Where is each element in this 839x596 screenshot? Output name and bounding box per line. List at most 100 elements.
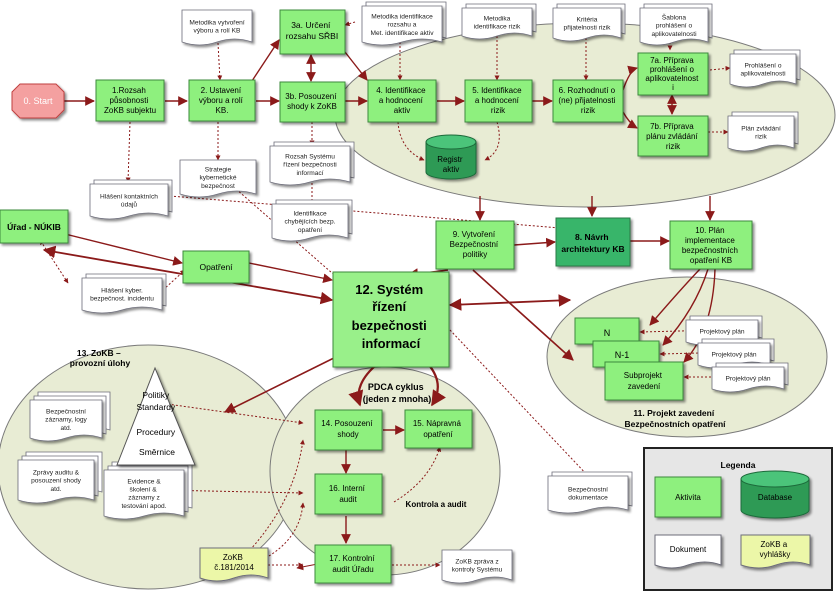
svg-text:14. Posouzení shody: 14. Posouzení shody (321, 419, 374, 439)
law-zokb[interactable]: ZoKB č.181/2014 (199, 547, 269, 582)
svg-text:N: N (604, 328, 611, 338)
doc-hlaseni-incidentu[interactable]: Hlášení kyber.bezpečnost. incidentu (81, 273, 167, 314)
database-registr-aktiv[interactable]: Registr aktiv (425, 134, 477, 180)
svg-text:3a. Určení rozsahu SŘBI: 3a. Určení rozsahu SŘBI (286, 20, 338, 41)
activity-napravna[interactable]: 15. Nápravná opatření (404, 409, 473, 449)
activity-urad[interactable]: Úřad - NÚKIB (0, 209, 69, 244)
activity-rozsah[interactable]: 1.Rozsah působnosti ZoKB subjektu (95, 79, 165, 122)
svg-text:ZoKB a vyhlášky: ZoKB a vyhlášky (760, 540, 791, 559)
activity-politika[interactable]: 9. Vytvoření Bezpečnostní politiky (435, 220, 515, 270)
pyramid-politiky: Politiky Standardy Procedury Směrnice (116, 366, 196, 466)
svg-text:17. Kontrolní audit Úřad: 17. Kontrolní audit Úřadu (329, 554, 377, 574)
svg-text:Aktivita: Aktivita (675, 493, 701, 502)
activity-posouzeni-shody[interactable]: 14. Posouzení shody (314, 409, 383, 451)
region-label-kontrola: Kontrola a audit (406, 500, 467, 509)
doc-projektovy-plan-2[interactable]: Projektový plán (697, 338, 775, 369)
activity-navrh[interactable]: 8. Návrh architektury KB (555, 217, 631, 267)
svg-text:Database: Database (758, 493, 793, 502)
legend-aktivita: Aktivita (654, 476, 722, 518)
svg-text:7a. Příprava prohlášení: 7a. Příprava prohlášení o aplikovatelnos… (645, 56, 700, 92)
activity-rozhodnuti[interactable]: 6. Rozhodnutí o (ne) přijatelnosti rizik (552, 79, 624, 123)
activity-system[interactable]: 12. Systém řízení bezpečnosti informací (332, 271, 450, 368)
svg-text:ZoKB č.181/2014: ZoKB č.181/2014 (214, 553, 254, 572)
start-node[interactable]: 0. Start (11, 83, 65, 119)
svg-text:7b. Příprava plánu zvlád: 7b. Příprava plánu zvládání rizik (646, 122, 700, 151)
legend-database: Database (740, 470, 810, 519)
project-n[interactable]: N (574, 317, 640, 345)
svg-text:Projektový plán: Projektový plán (699, 329, 744, 336)
svg-text:15. Nápravná opatření: 15. Nápravná opatření (413, 419, 463, 439)
svg-text:6. Rozhodnutí o (ne) při: 6. Rozhodnutí o (ne) přijatelnosti rizik (558, 86, 617, 115)
svg-text:Projektový plán: Projektový plán (711, 352, 756, 359)
region-label-projekt: 11. Projekt zavedení Bezpečnostních opat… (624, 408, 726, 429)
activity-interni-audit[interactable]: 16. Interní audit (314, 473, 383, 515)
svg-text:16. Interní audit: 16. Interní audit (329, 484, 367, 504)
legend-dokument: Dokument (654, 534, 722, 569)
svg-text:0. Start: 0. Start (23, 96, 53, 106)
svg-text:3b. Posouzení shody k Zo: 3b. Posouzení shody k ZoKB (285, 92, 338, 111)
activity-urceni[interactable]: 3a. Určení rozsahu SŘBI (279, 9, 346, 55)
svg-text:Hlášení kyber.bezpečnost. inci: Hlášení kyber.bezpečnost. incidentu (90, 288, 154, 303)
activity-kontrolni-audit[interactable]: 17. Kontrolní audit Úřadu (314, 544, 392, 584)
svg-text:Projektový plán: Projektový plán (725, 376, 770, 383)
doc-projektovy-plan-3[interactable]: Projektový plán (711, 362, 789, 393)
svg-text:Registr aktiv: Registr aktiv (437, 155, 465, 174)
svg-text:4. Identifikace a hodnoc: 4. Identifikace a hodnocení aktiv (376, 86, 428, 115)
activity-priprava-zvladani[interactable]: 7b. Příprava plánu zvládání rizik (637, 115, 709, 157)
activity-identifikace-rizik[interactable]: 5. Identifikace a hodnocení rizik (464, 79, 533, 123)
svg-text:9. Vytvoření Bezpečnostn: 9. Vytvoření Bezpečnostní politiky (450, 230, 501, 259)
pdca-label: PDCA cyklus (jeden z mnoha) (363, 382, 432, 404)
activity-opatreni[interactable]: Opatření (182, 250, 250, 284)
svg-text:8. Návrh architektury KB: 8. Návrh architektury KB (561, 232, 624, 254)
svg-text:1.Rozsah působnosti: 1.Rozsah působnosti ZoKB subjektu (104, 86, 156, 115)
svg-text:2. Ustavení výboru a rol: 2. Ustavení výboru a rolí KB. (199, 86, 245, 115)
activity-posouzeni[interactable]: 3b. Posouzení shody k ZoKB (279, 81, 346, 123)
activity-priprava-prohlaseni[interactable]: 7a. Příprava prohlášení o aplikovatelnos… (637, 52, 709, 96)
region-label-provozni: 13. ZoKB – provozní úlohy (70, 348, 131, 368)
svg-text:Opatření: Opatření (199, 262, 233, 272)
svg-text:Dokument: Dokument (670, 545, 707, 554)
svg-text:Úřad - NÚKIB: Úřad - NÚKIB (7, 221, 61, 232)
legend-zokb: ZoKB a vyhlášky (740, 534, 811, 569)
legend: Legenda Aktivita Database Dokument ZoKB … (643, 447, 833, 591)
svg-text:12. Systém řízení: 12. Systém řízení bezpečnosti informací (352, 282, 431, 351)
activity-plan[interactable]: 10. Plán implementace bezpečnostních opa… (669, 220, 753, 270)
svg-text:10. Plán implementace: 10. Plán implementace bezpečnostních opa… (682, 226, 740, 265)
project-subprojekt[interactable]: Subprojekt zavedení (604, 361, 684, 401)
activity-identifikace-aktiv[interactable]: 4. Identifikace a hodnocení aktiv (367, 79, 437, 123)
svg-text:N-1: N-1 (615, 350, 630, 360)
activity-ustaveni[interactable]: 2. Ustavení výboru a rolí KB. (188, 79, 256, 122)
